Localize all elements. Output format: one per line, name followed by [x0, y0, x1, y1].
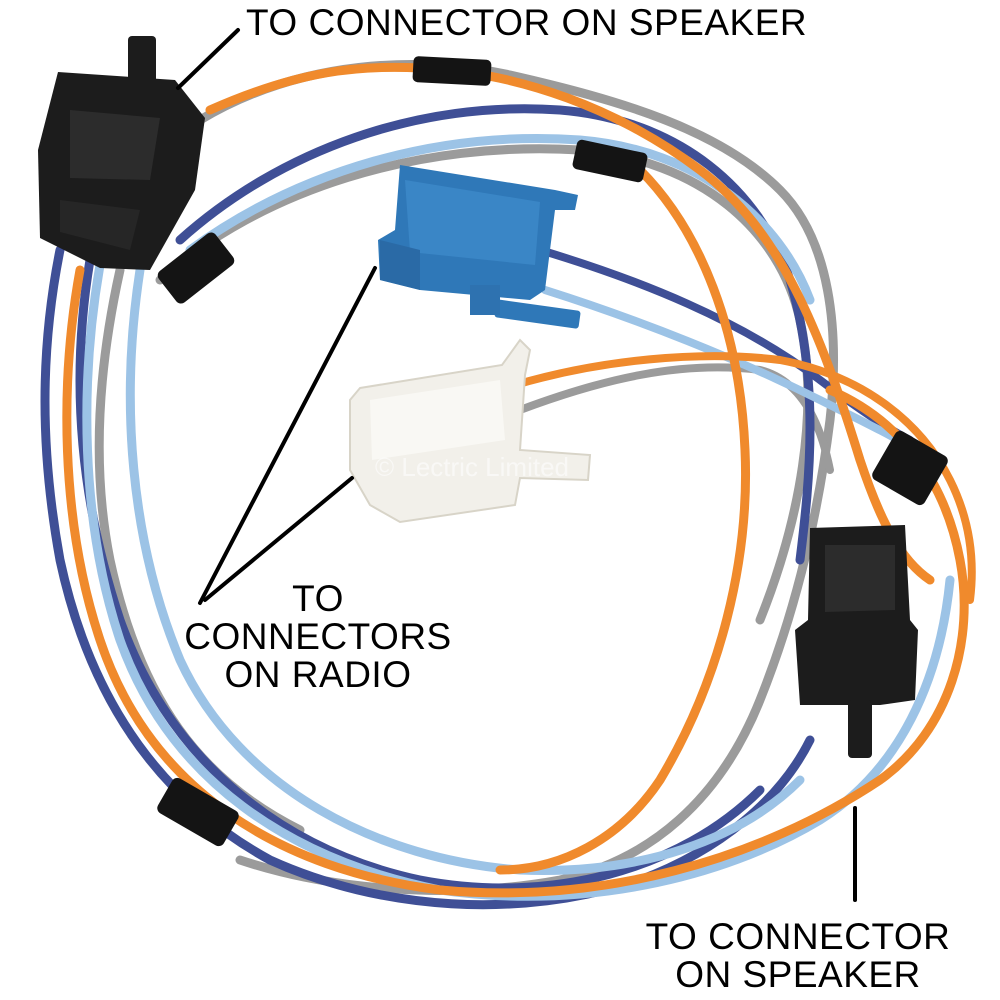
label-line: ON SPEAKER	[675, 954, 921, 995]
callout-lines	[176, 28, 857, 902]
tape-band	[412, 56, 492, 86]
label-bottom-speaker: TO CONNECTOR ON SPEAKER	[628, 918, 968, 994]
connector-tab	[848, 700, 872, 758]
wire-dark-blue	[536, 246, 914, 444]
wire-orange	[205, 62, 935, 585]
callout-line-radio-blue	[198, 266, 377, 605]
radio-connector-blue	[378, 165, 581, 329]
wire-orange	[62, 265, 969, 898]
label-line: TO CONNECTOR	[645, 916, 951, 957]
label-line: TO CONNECTOR ON SPEAKER	[246, 2, 808, 43]
wire-orange	[511, 352, 976, 604]
label-line: ON RADIO	[224, 654, 412, 695]
wire-light-blue	[125, 265, 805, 875]
wire-dark-blue	[40, 245, 815, 910]
label-radio-connectors: TO CONNECTORS ON RADIO	[168, 580, 468, 694]
label-line: TO	[292, 578, 344, 619]
wire-light-blue	[185, 133, 815, 305]
tape-band	[157, 232, 235, 304]
wire-gray	[155, 144, 813, 625]
speaker-connector-bottom	[795, 525, 918, 758]
speaker-connector-top	[38, 36, 205, 270]
watermark-text: © Lectric Limited	[375, 452, 569, 482]
radio-connector-white	[349, 338, 592, 524]
callout-line-radio-white	[203, 476, 354, 602]
wire-dark-blue	[175, 104, 815, 565]
connector-latch	[494, 299, 581, 329]
tape-band	[572, 139, 648, 183]
tape-band	[872, 430, 948, 506]
wire-bundle	[40, 59, 976, 910]
callout-line-top	[176, 28, 240, 90]
label-line: CONNECTORS	[184, 616, 452, 657]
electrical-tape-group	[157, 56, 948, 847]
tape-band	[157, 777, 239, 847]
wire-orange	[495, 165, 750, 875]
wire-light-blue	[541, 286, 919, 454]
label-top-speaker: TO CONNECTOR ON SPEAKER	[246, 4, 807, 42]
